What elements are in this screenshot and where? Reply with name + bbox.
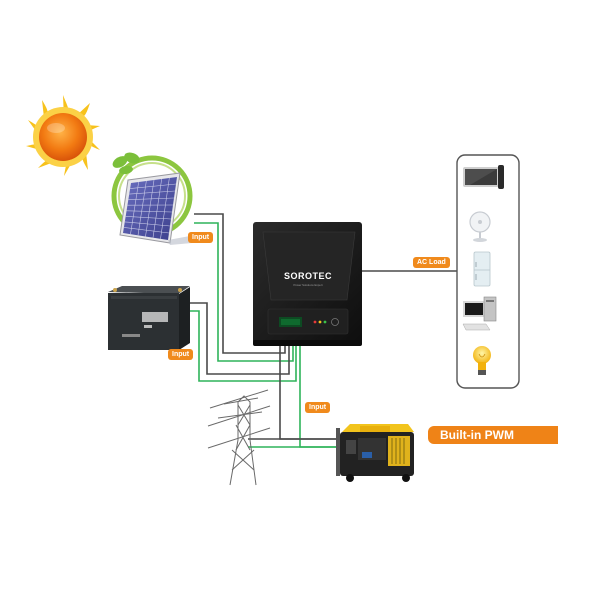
battery-wire-dark (190, 302, 290, 375)
tv-icon (463, 165, 504, 189)
indicator-led-red (313, 320, 317, 324)
panel-cell-line (128, 197, 175, 200)
built-in-pwm-banner: Built-in PWM (428, 426, 558, 444)
panel-cell-line (125, 216, 172, 220)
panel-cell-line (130, 181, 139, 235)
panel-cell-line (126, 210, 173, 213)
panel-cell-line (129, 190, 176, 195)
ac-load-panel (456, 154, 520, 389)
generator-icon (336, 424, 414, 482)
grid-wire-green (299, 344, 340, 448)
fan-icon (469, 211, 491, 242)
solar-panel-icon (111, 152, 193, 245)
sun-icon (26, 95, 100, 176)
panel-cell-line (160, 177, 170, 239)
grid-generator-input-label: Input (305, 402, 331, 413)
power-button[interactable] (331, 318, 339, 326)
inverter-brand: SOROTEC (284, 271, 332, 281)
solar-input-label: Input (188, 232, 214, 243)
solar-wire-dark (194, 213, 286, 354)
battery-input-label: Input (168, 349, 194, 360)
light-bulb-icon (473, 346, 491, 375)
indicator-led-yellow (318, 320, 322, 324)
panel-cell-line (152, 178, 162, 238)
panel-cell-line (137, 180, 147, 236)
inverter-unit: SOROTEC Power Solutions Expert (253, 222, 362, 346)
computer-icon (462, 296, 497, 331)
indicator-led-green (323, 320, 327, 324)
solar-wire-green (194, 222, 294, 362)
power-tower-icon (207, 389, 271, 486)
panel-cell-line (145, 179, 155, 237)
panel-cell-line (123, 227, 170, 234)
panel-cell-line (124, 221, 171, 227)
battery-icon (108, 286, 190, 350)
refrigerator-icon (473, 251, 491, 287)
inverter-subtitle: Power Solutions Expert (293, 283, 322, 287)
panel-cell-line (130, 183, 177, 189)
ac-load-label: AC Load (413, 257, 450, 268)
